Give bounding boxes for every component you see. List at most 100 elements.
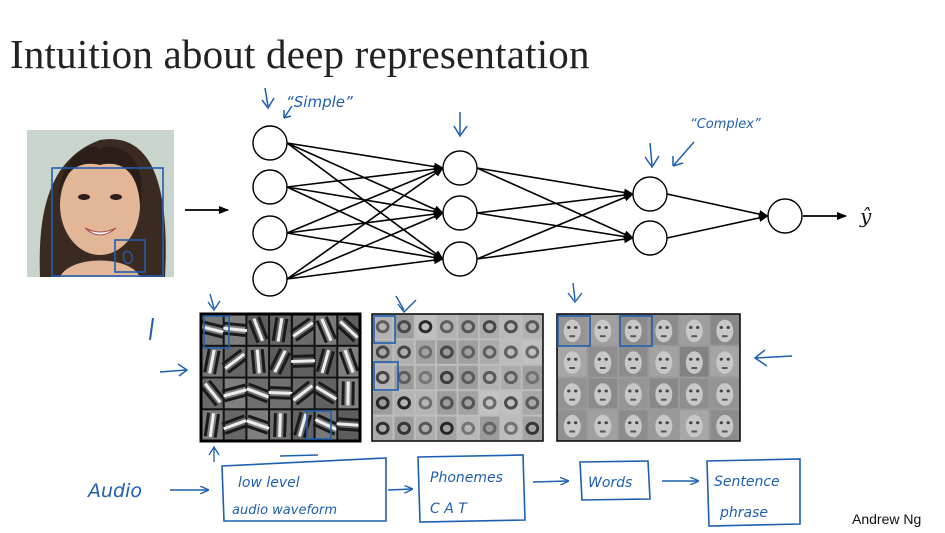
feature-cell [415, 340, 436, 364]
face-feature [685, 383, 703, 406]
edge-stroke [276, 317, 284, 342]
edge-stroke [224, 423, 249, 435]
edge-filter-box-2 [306, 410, 332, 440]
feature-cell [415, 416, 436, 440]
edge-stroke [199, 329, 224, 339]
slide-title: Intuition about deep representation [10, 31, 590, 77]
face-mouth [660, 335, 667, 338]
part-filter-box-2 [373, 361, 399, 391]
panel1-arrow [207, 293, 221, 312]
edge-stroke [343, 349, 355, 374]
face-feature [716, 383, 734, 406]
face-eye [665, 326, 669, 329]
feature-panels [199, 312, 741, 443]
face-eye [604, 389, 608, 393]
edge-stroke [335, 323, 356, 343]
edge-stroke [268, 347, 283, 371]
edge-stroke [290, 354, 315, 359]
network-edge [666, 193, 769, 218]
face-mouth [599, 430, 606, 433]
complex-label: “Complex” [690, 117, 761, 132]
part-feature [418, 421, 433, 435]
face-feature [624, 383, 642, 406]
face-feature [563, 414, 581, 438]
edge-stroke [281, 318, 289, 343]
feature-cell [394, 340, 414, 364]
face-eye [665, 389, 669, 393]
edge-stroke [213, 350, 221, 375]
face-eye [689, 389, 693, 393]
neuron-layer-3 [632, 220, 668, 256]
edge-stroke [268, 385, 293, 390]
feature-cell [373, 315, 393, 339]
face-mouth [691, 430, 698, 433]
right-ink-arrow [753, 349, 793, 367]
edge-stroke [295, 325, 317, 342]
part-feature [482, 421, 497, 435]
feature-cell [458, 315, 478, 339]
face-eye [567, 389, 571, 393]
face-feature [655, 319, 673, 343]
feature-cell [479, 416, 500, 440]
feature-cell [373, 391, 393, 415]
feature-cell [522, 416, 542, 440]
feature-cell [415, 365, 436, 390]
neuron-layer-1 [252, 261, 288, 297]
stage-4-line-2: phrase [719, 505, 768, 521]
face-feature [594, 414, 612, 438]
edge-stroke [336, 417, 361, 422]
feature-cell [501, 315, 521, 339]
part-feature [525, 320, 540, 334]
edge-stroke [283, 413, 287, 438]
part-feature [525, 370, 540, 385]
face-mouth [691, 398, 698, 401]
neuron-layer-1 [252, 215, 288, 251]
network-edge [476, 212, 634, 241]
feature-cell [415, 315, 436, 339]
edge-stroke [292, 321, 314, 338]
network-nodes [252, 125, 803, 297]
edge-stroke [252, 318, 264, 342]
simple-annotation: “Simple” [261, 87, 353, 119]
face-mouth [660, 430, 667, 433]
simple-label: “Simple” [286, 93, 353, 111]
panel2-arrow [395, 295, 417, 314]
face-eye [567, 421, 571, 425]
face-region-box [51, 167, 164, 277]
part-feature [482, 396, 497, 410]
part-feature [375, 370, 390, 385]
face-eye [696, 389, 700, 393]
panel-border [199, 312, 362, 443]
face-feature [685, 414, 703, 438]
face-mouth [569, 398, 576, 401]
face-eye [628, 357, 632, 361]
face-eye [726, 357, 730, 361]
edge-stroke [200, 386, 218, 407]
part-feature [397, 421, 412, 435]
panel3-arrow [567, 282, 583, 304]
edge-stroke [246, 419, 270, 430]
face-eye [628, 326, 632, 329]
part-feature [525, 396, 540, 410]
edge-stroke [312, 422, 336, 436]
face-eye [597, 421, 601, 425]
edge-stroke [291, 359, 316, 364]
edge-stroke [271, 317, 279, 342]
face-feature [655, 383, 673, 406]
face-eye [658, 326, 662, 329]
face-eye [574, 326, 578, 329]
face-eye [665, 421, 669, 425]
stage-box-3 [579, 460, 651, 501]
part-feature [461, 396, 476, 410]
audio-pipeline: Audio low level audio waveform Phonemes … [86, 454, 801, 527]
edge-stroke [208, 379, 226, 401]
edge-stroke [336, 427, 361, 432]
feature-cell [458, 391, 478, 415]
stage-box-4 [706, 458, 801, 527]
edge-stroke [221, 348, 243, 366]
face-feature [624, 414, 642, 438]
neuron-layer-1 [252, 125, 288, 161]
edge-stroke [203, 412, 211, 437]
part-feature [375, 345, 390, 359]
